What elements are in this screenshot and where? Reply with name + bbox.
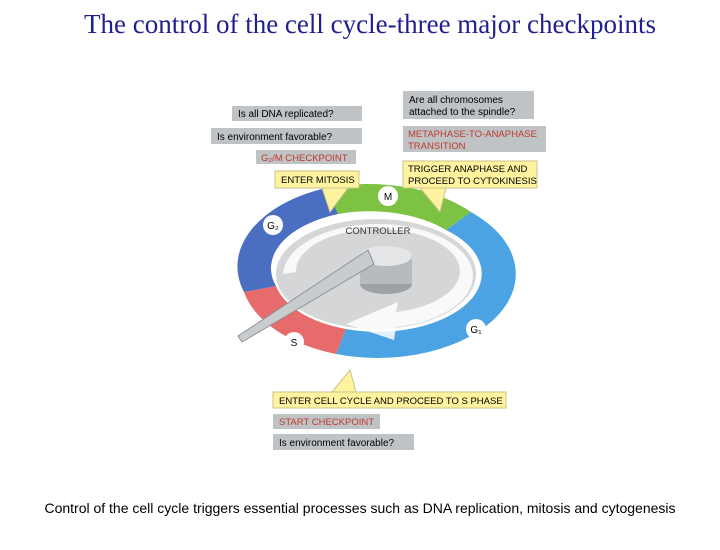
- phase-m-badge: [378, 186, 398, 206]
- phase-g1-label: G₁: [470, 325, 482, 336]
- meta-question-line2: attached to the spindle?: [409, 107, 516, 118]
- cycle-ring: M G₂ G₁ S CONTROLLER: [237, 183, 516, 358]
- phase-g2-segment: [237, 188, 338, 292]
- meta-question-box: [403, 91, 534, 119]
- start-checkpoint-box: [273, 414, 380, 429]
- phase-s-label: S: [291, 338, 298, 349]
- start-action-box: [272, 391, 507, 409]
- meta-question-line1: Are all chromosomes: [409, 95, 503, 106]
- g2m-dna-question-box: [232, 106, 362, 121]
- controller-pointer: [237, 249, 375, 343]
- phase-g1-badge: [466, 319, 486, 339]
- start-checkpoint: START CHECKPOINT: [279, 417, 374, 428]
- phase-s-segment: [244, 286, 346, 354]
- controller-label: CONTROLLER: [346, 226, 411, 237]
- phase-g2-label: G₂: [267, 221, 279, 232]
- meta-checkpoint-box: [403, 126, 546, 152]
- g2m-checkpoint-box: [256, 150, 356, 164]
- meta-checkpoint-line1: METAPHASE-TO-ANAPHASE: [408, 129, 537, 140]
- phase-m-label: M: [384, 192, 392, 203]
- controller-arrow: [283, 223, 473, 340]
- g2m-env-question-box: [211, 128, 362, 144]
- diagram-caption: Control of the cell cycle triggers essen…: [44, 500, 676, 516]
- g2m-action: ENTER MITOSIS: [281, 175, 355, 186]
- start-action: ENTER CELL CYCLE AND PROCEED TO S PHASE: [279, 396, 503, 407]
- g2m-env-question: Is environment favorable?: [217, 132, 333, 143]
- start-question: Is environment favorable?: [279, 438, 395, 449]
- cell-cycle-diagram: M G₂ G₁ S CONTROLLER Is all DNA replicat…: [211, 91, 546, 450]
- g2m-checkpoint: G₂/M CHECKPOINT: [261, 153, 348, 164]
- start-question-box: [273, 434, 414, 450]
- g2m-dna-question: Is all DNA replicated?: [238, 109, 334, 120]
- meta-action-box: [402, 160, 538, 189]
- page-title: The control of the cell cycle-three majo…: [84, 9, 656, 39]
- g2m-action-box: [274, 170, 360, 189]
- phase-s-badge: [284, 332, 304, 352]
- meta-checkpoint-line2: TRANSITION: [408, 141, 466, 152]
- start-callout-pointer: [330, 368, 357, 393]
- meta-action-line1: TRIGGER ANAPHASE AND: [408, 164, 527, 175]
- phase-g2-badge: [263, 215, 283, 235]
- meta-action-line2: PROCEED TO CYTOKINESIS: [408, 176, 537, 187]
